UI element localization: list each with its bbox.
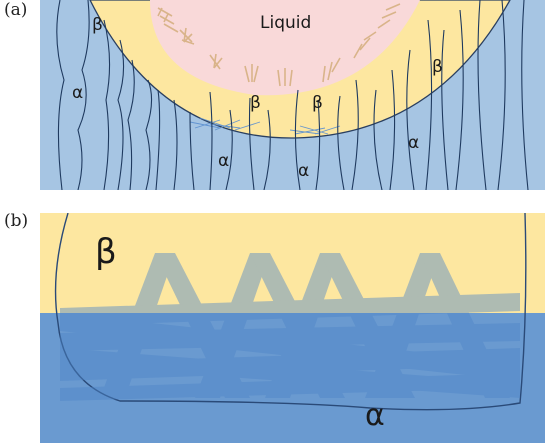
- lath-colonies: [60, 253, 520, 401]
- alpha-label-3: α: [218, 151, 229, 171]
- beta-label-2: β: [432, 57, 443, 77]
- alpha-label-1: α: [72, 83, 83, 103]
- alpha-region-b: [40, 313, 545, 443]
- liquid-pool: [150, 0, 420, 96]
- panel-a-label: (a): [4, 0, 28, 20]
- panel-b-diagram: β α: [40, 213, 545, 443]
- grain-boundaries: [56, 0, 529, 190]
- panel-a-diagram: Liquid β β β β α α α α: [40, 0, 545, 190]
- beta-label-b: β: [95, 232, 117, 272]
- alpha-label-4: α: [298, 161, 309, 181]
- lath-mesh: [189, 117, 341, 135]
- panel-b-label: (b): [4, 211, 29, 231]
- alpha-label-b: α: [365, 398, 385, 433]
- beta-label-4: β: [312, 93, 323, 113]
- dendrites: [157, 3, 401, 87]
- beta-label-3: β: [250, 93, 261, 113]
- alpha-label-2: α: [408, 133, 419, 153]
- liquid-label: Liquid: [260, 13, 311, 33]
- grain-outline: [54, 213, 527, 411]
- beta-label-1: β: [92, 15, 103, 35]
